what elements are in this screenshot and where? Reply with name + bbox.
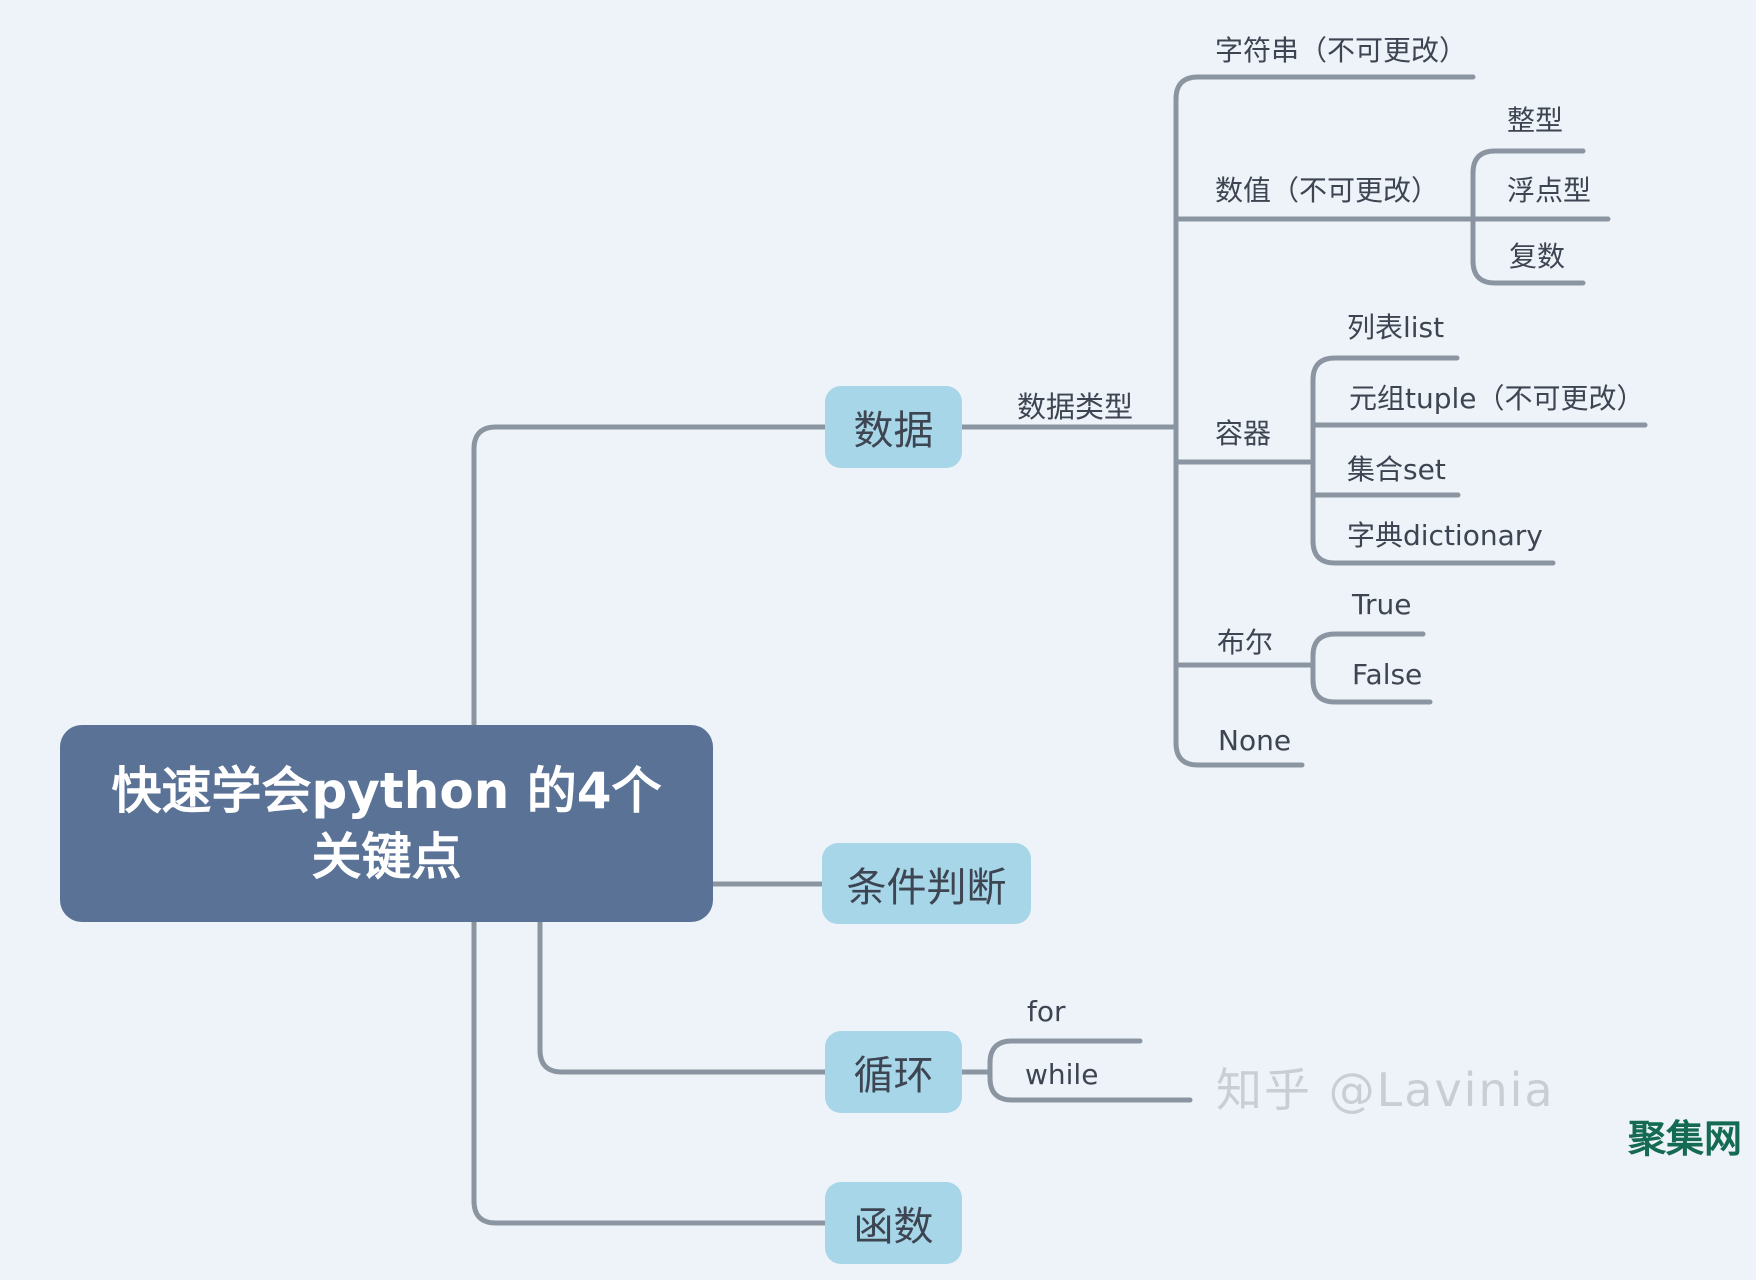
node-function[interactable]: 函数 [825, 1182, 962, 1264]
topic-tuple[interactable]: 元组tuple（不可更改） [1349, 382, 1645, 415]
topic-float[interactable]: 浮点型 [1507, 174, 1592, 207]
node-loop-label: 循环 [853, 1053, 934, 1099]
topic-set[interactable]: 集合set [1347, 453, 1446, 486]
node-data[interactable]: 数据 [825, 386, 962, 468]
node-loop[interactable]: 循环 [825, 1031, 962, 1113]
topic-true[interactable]: True [1352, 588, 1412, 621]
topic-false[interactable]: False [1352, 658, 1423, 691]
topic-container[interactable]: 容器 [1215, 417, 1272, 450]
topic-while[interactable]: while [1025, 1058, 1099, 1091]
node-data-label: 数据 [853, 408, 934, 454]
edge-label-data-type[interactable]: 数据类型 [1017, 390, 1134, 424]
topic-list[interactable]: 列表list [1347, 311, 1445, 344]
node-condition[interactable]: 条件判断 [822, 843, 1031, 924]
watermark-site-logo: 聚集网 [1628, 1117, 1743, 1161]
topic-dict[interactable]: 字典dictionary [1347, 519, 1543, 552]
node-condition-label: 条件判断 [846, 864, 1007, 911]
root-title-line1: 快速学会python 的4个 [111, 761, 662, 820]
root-node[interactable]: 快速学会python 的4个 关键点 [60, 725, 713, 922]
topic-none[interactable]: None [1218, 724, 1292, 757]
topic-numeric[interactable]: 数值（不可更改） [1215, 174, 1440, 207]
topic-int[interactable]: 整型 [1507, 104, 1564, 137]
topic-for[interactable]: for [1027, 995, 1066, 1028]
watermark-credit: 知乎 @Lavinia [1216, 1063, 1555, 1117]
topic-bool[interactable]: 布尔 [1217, 626, 1274, 659]
root-title-line2: 关键点 [311, 827, 462, 886]
topic-complex[interactable]: 复数 [1509, 240, 1566, 273]
topic-string[interactable]: 字符串（不可更改） [1215, 34, 1468, 67]
node-function-label: 函数 [853, 1204, 934, 1250]
